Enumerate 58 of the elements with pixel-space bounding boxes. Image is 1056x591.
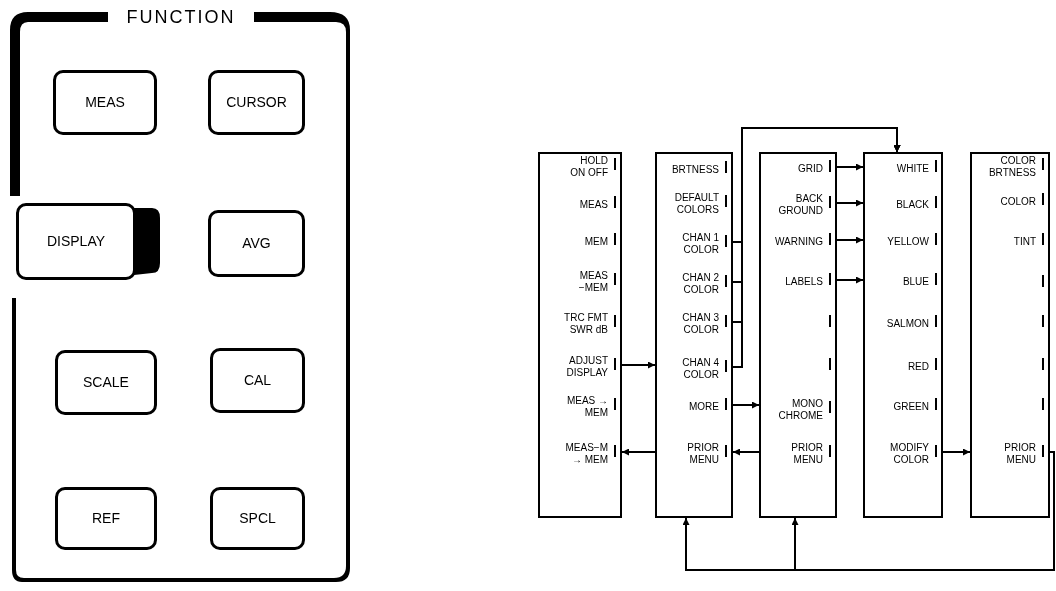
softkey-label: WARNING	[775, 236, 823, 248]
softkey-label: ADJUST DISPLAY	[565, 355, 608, 379]
menu-column	[759, 152, 837, 518]
arrow	[836, 276, 864, 284]
menu-column	[970, 152, 1050, 518]
key: AVG	[208, 210, 305, 277]
softkey-label: BLACK	[896, 199, 929, 211]
softkey-label: TRC FMT SWR dB	[563, 312, 608, 336]
softkey-label: PRIOR MENU	[790, 442, 823, 466]
softkey-label: BRTNESS	[671, 164, 719, 176]
softkey-label: MEAS−M → MEM	[564, 442, 608, 466]
softkey-label: DEFAULT COLORS	[673, 192, 719, 216]
softkey-label: PRIOR MENU	[1003, 442, 1036, 466]
arrow	[836, 236, 864, 244]
softkey-label: SALMON	[886, 318, 929, 330]
menu-column	[655, 152, 733, 518]
softkey-label: RED	[907, 361, 929, 373]
arrow	[621, 448, 656, 456]
softkey-label: MEM	[584, 236, 608, 248]
softkey-label: MEAS −MEM	[577, 270, 608, 294]
menu-column	[538, 152, 622, 518]
arrow	[732, 448, 760, 456]
panel-title: FUNCTION	[126, 6, 236, 28]
softkey-label: MORE	[689, 401, 719, 413]
arrow	[732, 127, 901, 368]
softkey-label: TINT	[1013, 236, 1036, 248]
key: REF	[55, 487, 157, 550]
menu-column	[863, 152, 943, 518]
softkey-label: CHAN 1 COLOR	[681, 232, 719, 256]
key: CAL	[210, 348, 305, 413]
softkey-label: MEAS	[579, 199, 608, 211]
arrow	[732, 401, 760, 409]
softkey-label: HOLD ON OFF	[569, 155, 608, 179]
softkey-label: LABELS	[785, 276, 823, 288]
softkey-label: MEAS → MEM	[565, 395, 608, 419]
softkey-label: GRID	[798, 163, 823, 175]
arrow	[621, 361, 656, 369]
key: CURSOR	[208, 70, 305, 135]
key: SPCL	[210, 487, 305, 550]
key: MEAS	[53, 70, 157, 135]
softkey-label: WHITE	[896, 163, 929, 175]
softkey-label: MODIFY COLOR	[889, 442, 929, 466]
softkey-label: GREEN	[893, 401, 929, 413]
softkey-label: BACK GROUND	[777, 193, 823, 217]
arrow	[942, 448, 971, 456]
key: DISPLAY	[16, 203, 136, 280]
softkey-label: COLOR	[1000, 196, 1036, 208]
arrow	[836, 199, 864, 207]
softkey-label: YELLOW	[887, 236, 929, 248]
softkey-label: CHAN 2 COLOR	[681, 272, 719, 296]
softkey-label: MONO CHROME	[777, 398, 823, 422]
softkey-label: PRIOR MENU	[686, 442, 719, 466]
softkey-label: COLOR BRTNESS	[987, 155, 1036, 179]
softkey-label: BLUE	[902, 276, 929, 288]
arrow	[836, 163, 864, 171]
softkey-label: CHAN 3 COLOR	[681, 312, 719, 336]
softkey-label: CHAN 4 COLOR	[681, 357, 719, 381]
key: SCALE	[55, 350, 157, 415]
